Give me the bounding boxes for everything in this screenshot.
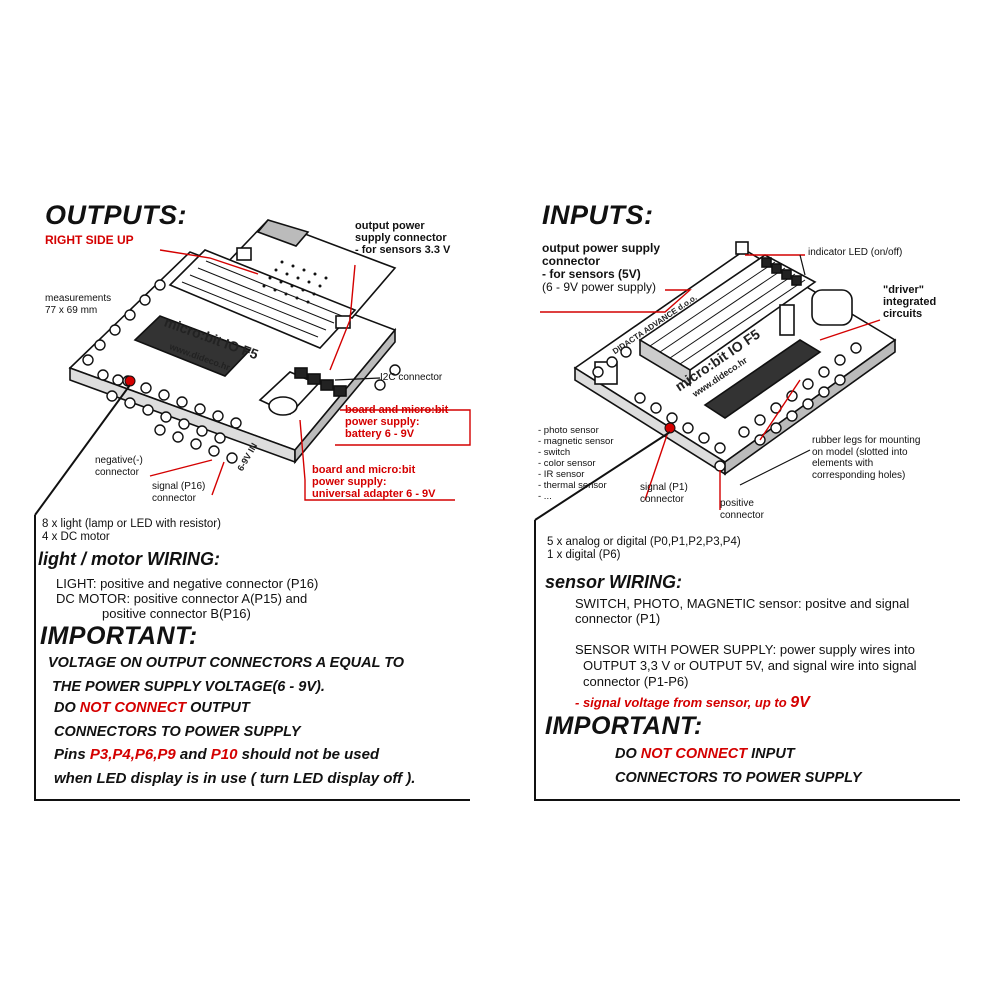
right-wiring-l4: OUTPUT 3,3 V or OUTPUT 5V, and signal wi… (583, 658, 917, 673)
indicator-led-label: indicator LED (on/off) (808, 247, 902, 259)
inputs-heading: INPUTS: (542, 200, 654, 231)
output-power-label-left: output power supply connector - for sens… (355, 220, 450, 256)
left-important-l1: VOLTAGE ON OUTPUT CONNECTORS A EQUAL TO (48, 655, 404, 671)
left-signal-dot (125, 376, 135, 386)
left-wiring-text: LIGHT: positive and negative connector (… (56, 576, 318, 621)
negative-connector-label: negative(-) connector (95, 455, 143, 478)
battery-label: board and micro:bit power supply: batter… (345, 404, 448, 440)
light-motor-wiring-heading: light / motor WIRING: (38, 549, 220, 570)
adapter-label: board and micro:bit power supply: univer… (312, 464, 436, 500)
right-wiring-l5: connector (P1-P6) (583, 674, 689, 689)
signal-voltage-note: - signal voltage from sensor, up to 9V (575, 694, 810, 712)
right-signal-dot (665, 423, 675, 433)
sensor-list: - photo sensor - magnetic sensor - switc… (538, 425, 614, 502)
right-side-up-label: RIGHT SIDE UP (45, 234, 134, 246)
i2c-label: I2C connector (380, 372, 442, 384)
left-counts: 8 x light (lamp or LED with resistor) 4 … (42, 518, 221, 544)
sensor-wiring-heading: sensor WIRING: (545, 572, 682, 593)
rubber-legs-label: rubber legs for mounting on model (slott… (812, 435, 920, 481)
measurements-label: measurements 77 x 69 mm (45, 293, 111, 316)
signal-p16-label: signal (P16) connector (152, 481, 205, 504)
output-power-label-right: output power supply connector - for sens… (542, 242, 660, 294)
right-counts: 5 x analog or digital (P0,P1,P2,P3,P4) 1… (547, 536, 741, 562)
left-important-l2: THE POWER SUPPLY VOLTAGE(6 - 9V). (52, 679, 325, 695)
left-important-l4: CONNECTORS TO POWER SUPPLY (54, 724, 301, 740)
right-wiring-l3: SENSOR WITH POWER SUPPLY: power supply w… (575, 642, 915, 657)
right-important-l2: CONNECTORS TO POWER SUPPLY (615, 770, 862, 786)
right-important-heading: IMPORTANT: (545, 712, 703, 741)
right-wiring-l1: SWITCH, PHOTO, MAGNETIC sensor: positve … (575, 596, 909, 611)
left-important-l6: when LED display is in use ( turn LED di… (54, 770, 415, 787)
left-important-l3: DO NOT CONNECT OUTPUT (54, 700, 250, 716)
left-important-heading: IMPORTANT: (40, 622, 198, 651)
positive-connector-label: positive connector (720, 498, 764, 521)
right-important-l1: DO NOT CONNECT INPUT (615, 746, 795, 762)
right-wiring-l2: connector (P1) (575, 611, 660, 626)
driver-circuits-label: "driver" integrated circuits (883, 284, 936, 320)
outputs-heading: OUTPUTS: (45, 200, 187, 231)
left-important-l5: Pins P3,P4,P6,P9 and P10 should not be u… (54, 746, 379, 763)
signal-p1-label: signal (P1) connector (640, 482, 688, 505)
